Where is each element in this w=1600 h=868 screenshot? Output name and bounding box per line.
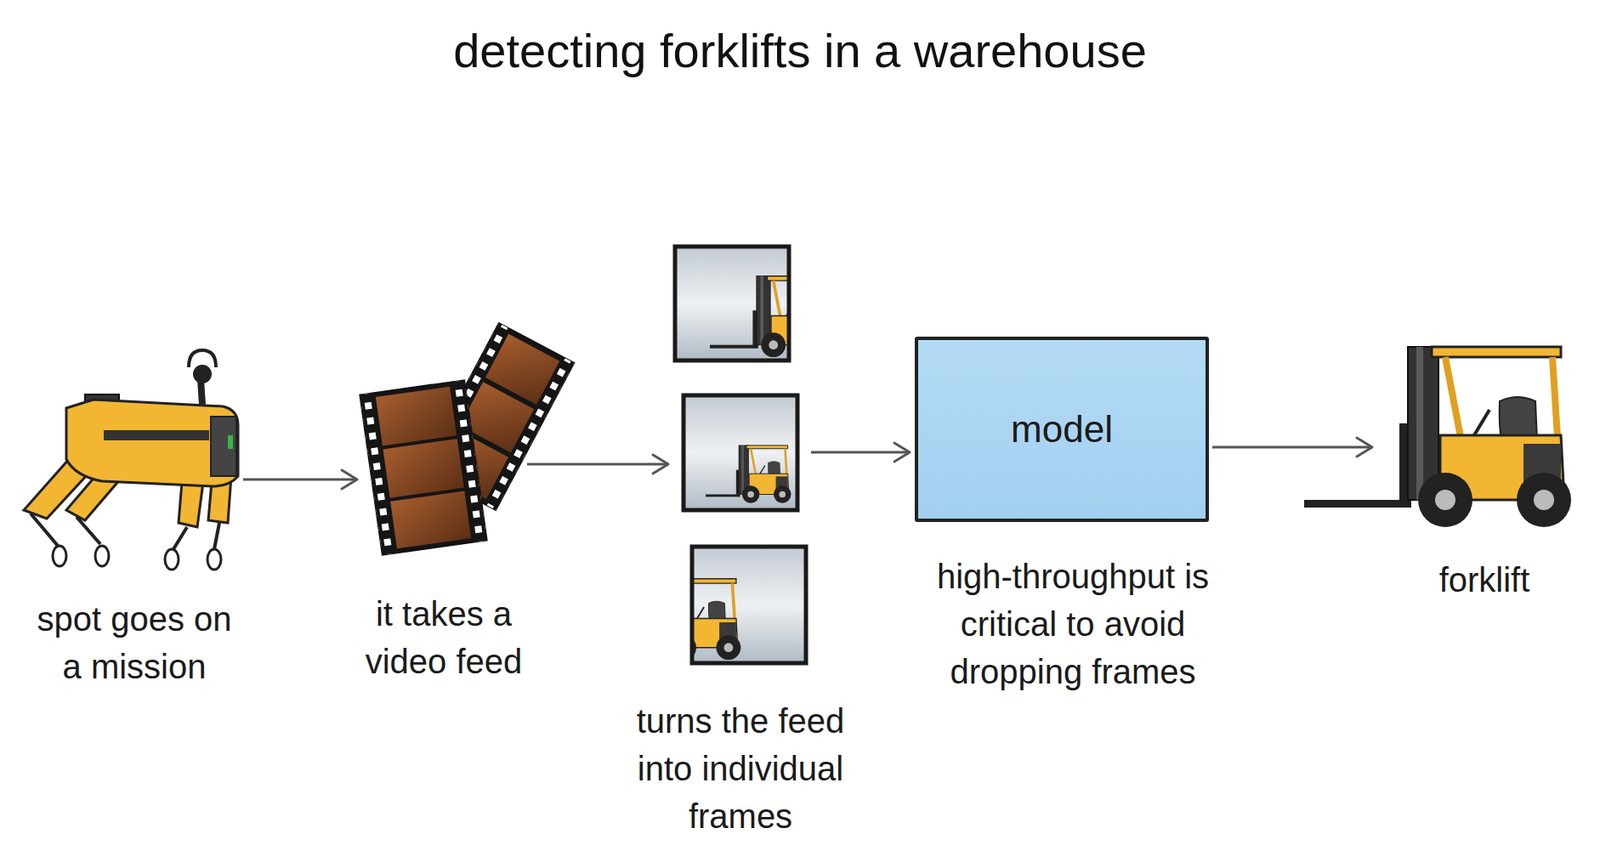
forklift-drawing-part — [1304, 346, 1572, 528]
video-frames-part — [692, 546, 806, 664]
model-box: modelhigh-throughput is critical to avoi… — [914, 336, 1209, 522]
flow-arrow — [1212, 437, 1373, 457]
spot-robot-part — [52, 545, 67, 567]
forklift-drawing — [1304, 346, 1572, 528]
video-frames-part — [705, 445, 791, 504]
video-node: it takes a video feed — [362, 344, 524, 546]
spot-robot — [23, 350, 239, 570]
spot-robot-part — [188, 350, 216, 368]
video-frames-part — [709, 276, 788, 358]
video-frames-part-part — [693, 578, 741, 660]
film-strip-part-part — [390, 491, 471, 550]
video-frames-part — [675, 246, 789, 361]
video-frames-part — [683, 395, 798, 511]
video-frames-part-part — [709, 276, 788, 358]
flow-arrow — [811, 442, 910, 462]
diagram-title: detecting forklifts in a warehouse — [0, 22, 1600, 80]
arrow-head — [1356, 437, 1373, 457]
film-strip-part-part — [375, 386, 457, 447]
flow-arrow — [527, 454, 669, 474]
spot-robot-part — [214, 522, 220, 550]
video-frames — [620, 246, 830, 664]
video-frames-part — [683, 395, 798, 511]
step-caption: forklift — [1399, 556, 1570, 604]
video-frames-part-part — [705, 445, 791, 504]
robot-node: spot goes on a mission — [15, 351, 240, 572]
spot-robot-part — [210, 416, 237, 477]
arrow-head — [341, 470, 358, 489]
arrow-line — [1212, 446, 1373, 449]
spot-robot-part — [207, 549, 222, 570]
spot-robot-part — [30, 513, 58, 546]
arrow-line — [243, 478, 358, 482]
film-strip-part-part — [359, 380, 487, 555]
spot-robot-part — [164, 549, 179, 570]
spot-robot-part — [192, 364, 212, 384]
spot-robot-part — [227, 435, 233, 449]
frames-node: turns the feed into individual frames — [673, 244, 808, 665]
film-strip-part-part — [383, 438, 465, 499]
arrow-head — [652, 454, 669, 474]
film-strip — [359, 323, 574, 556]
spot-robot-part — [95, 545, 109, 567]
flow-arrow — [243, 470, 358, 489]
arrow-line — [811, 451, 910, 454]
film-strip-part — [359, 380, 487, 555]
arrow-line — [527, 463, 669, 466]
spot-robot-part — [76, 516, 101, 545]
spot-robot-part — [103, 430, 210, 441]
step-caption: spot goes on a mission — [28, 595, 241, 691]
spot-robot-part — [66, 399, 239, 487]
arrow-head — [894, 442, 910, 462]
step-caption: high-throughput is critical to avoid dro… — [902, 552, 1243, 696]
step-caption: it takes a video feed — [341, 590, 546, 686]
video-frames-part — [693, 578, 741, 660]
box-label: model — [1010, 407, 1113, 453]
step-caption: turns the feed into individual frames — [617, 697, 864, 840]
spot-robot-part — [173, 527, 188, 550]
forklift-node: forklift — [1377, 341, 1577, 531]
